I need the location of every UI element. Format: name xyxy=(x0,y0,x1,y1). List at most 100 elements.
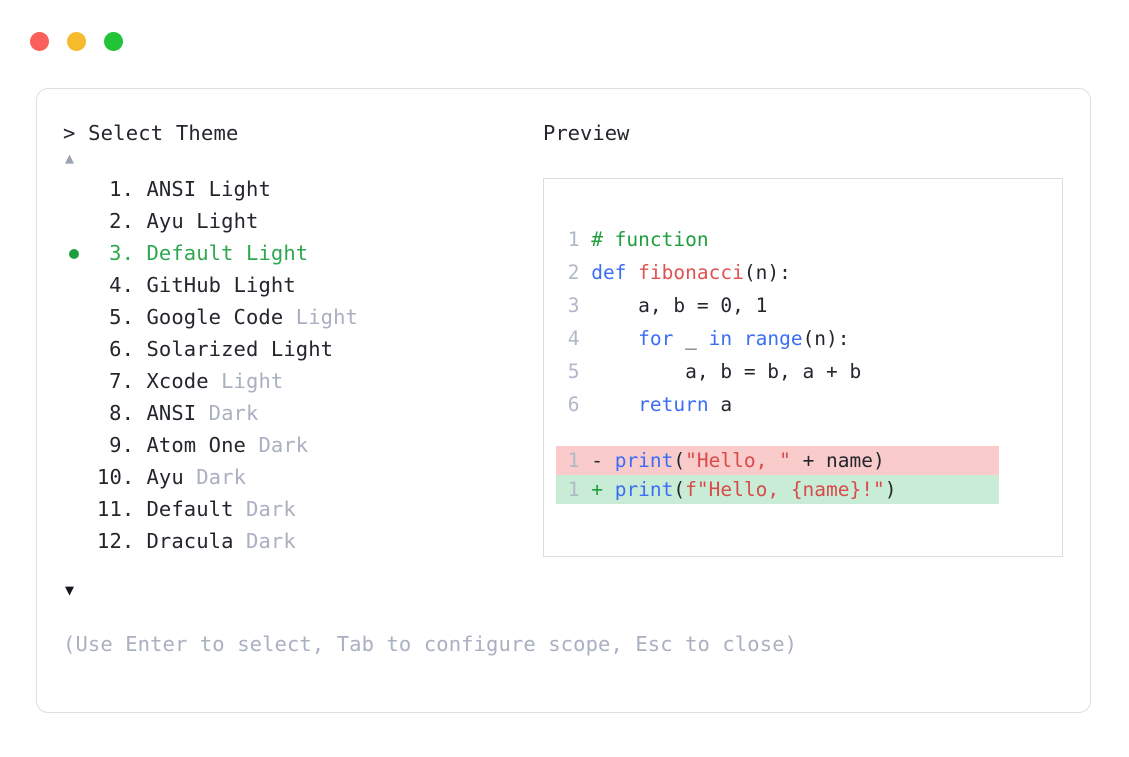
diff-block: 1- print("Hello, " + name)1+ print(f"Hel… xyxy=(556,446,1062,504)
maximize-window-button[interactable] xyxy=(104,32,123,51)
theme-item-index: 2. xyxy=(109,209,135,233)
theme-list-item[interactable]: 9. Atom One Dark xyxy=(63,429,533,461)
theme-item-variant: Light xyxy=(221,273,296,297)
line-number: 1 xyxy=(567,228,580,251)
code-token: ( xyxy=(673,478,686,501)
code-token: a xyxy=(720,393,733,416)
theme-item-variant: Dark xyxy=(233,529,296,553)
code-token xyxy=(591,327,638,350)
theme-list-item[interactable]: 7. Xcode Light xyxy=(63,365,533,397)
theme-item-index: 12. xyxy=(97,529,135,553)
diff-sign: - xyxy=(591,449,603,472)
code-line: 2 def fibonacci(n): xyxy=(556,256,1062,289)
diff-sign: + xyxy=(591,478,603,501)
theme-item-name: Ayu xyxy=(134,209,184,233)
line-number: 2 xyxy=(567,261,580,284)
code-line: 3 a, b = 0, 1 xyxy=(556,289,1062,322)
line-number: 1 xyxy=(567,449,580,472)
scroll-down-icon[interactable]: ▼ xyxy=(65,581,75,599)
theme-item-variant: Dark xyxy=(233,497,296,521)
code-token: (n): xyxy=(802,327,850,350)
theme-list-item[interactable]: 2. Ayu Light xyxy=(63,205,533,237)
page-title: > Select Theme xyxy=(63,121,239,145)
theme-item-name: ANSI xyxy=(134,401,197,425)
code-token: for xyxy=(638,327,686,350)
theme-list-item[interactable]: 4. GitHub Light xyxy=(63,269,533,301)
keyboard-hint: (Use Enter to select, Tab to configure s… xyxy=(63,632,798,656)
code-token: fibonacci xyxy=(638,261,744,284)
diff-spacer xyxy=(603,478,615,501)
theme-item-variant: Light xyxy=(196,177,271,201)
theme-list-item[interactable]: 3. Default Light xyxy=(63,237,533,269)
diff-line-del: 1- print("Hello, " + name) xyxy=(556,446,999,475)
close-window-button[interactable] xyxy=(30,32,49,51)
code-token: a, b = 0, 1 xyxy=(591,294,768,317)
code-token: f"Hello, {name}!" xyxy=(685,478,885,501)
code-token: "Hello, " xyxy=(685,449,791,472)
code-token: in xyxy=(708,327,744,350)
minimize-window-button[interactable] xyxy=(67,32,86,51)
code-token: return xyxy=(638,393,721,416)
theme-item-index: 9. xyxy=(109,433,135,457)
theme-list-item[interactable]: 10. Ayu Dark xyxy=(63,461,533,493)
code-line: 1 # function xyxy=(556,223,1062,256)
theme-item-variant: Dark xyxy=(246,433,309,457)
theme-item-index: 7. xyxy=(109,369,135,393)
theme-list-item[interactable]: 8. ANSI Dark xyxy=(63,397,533,429)
code-token: _ xyxy=(685,327,709,350)
diff-spacer xyxy=(603,449,615,472)
code-token xyxy=(591,393,638,416)
theme-item-index: 4. xyxy=(109,273,135,297)
theme-item-name: Solarized xyxy=(134,337,259,361)
preview-label: Preview xyxy=(543,121,630,145)
code-token: (n): xyxy=(743,261,791,284)
theme-item-index: 6. xyxy=(109,337,135,361)
code-token: a, b = b, a + b xyxy=(591,360,862,383)
selected-indicator-icon xyxy=(69,249,79,259)
theme-list-item[interactable]: 6. Solarized Light xyxy=(63,333,533,365)
diff-line-add: 1+ print(f"Hello, {name}!") xyxy=(556,475,999,504)
theme-item-name: Google Code xyxy=(134,305,284,329)
theme-item-name: Default xyxy=(134,241,234,265)
theme-item-variant: Dark xyxy=(196,401,259,425)
theme-item-index: 1. xyxy=(109,177,135,201)
theme-item-name: Default xyxy=(134,497,234,521)
theme-list-item[interactable]: 5. Google Code Light xyxy=(63,301,533,333)
theme-item-variant: Dark xyxy=(183,465,247,489)
theme-item-variant: Light xyxy=(233,241,309,265)
theme-item-name: Dracula xyxy=(134,529,234,553)
line-number: 3 xyxy=(567,294,580,317)
theme-item-variant: Light xyxy=(208,369,284,393)
theme-item-name: Atom One xyxy=(134,433,246,457)
preview-pane: Preview xyxy=(543,121,629,145)
scroll-up-icon[interactable]: ▲ xyxy=(65,149,75,167)
code-token: print xyxy=(614,478,674,501)
code-line: 6 return a xyxy=(556,388,1062,421)
theme-list-item[interactable]: 1. ANSI Light xyxy=(63,173,533,205)
code-token: range xyxy=(743,327,803,350)
theme-item-variant: Light xyxy=(283,305,358,329)
theme-item-index: 11. xyxy=(97,497,135,521)
theme-list-item[interactable]: 11. Default Dark xyxy=(63,493,533,525)
theme-list-item[interactable]: 12. Dracula Dark xyxy=(63,525,533,557)
code-token: + name) xyxy=(790,449,885,472)
code-token: # function xyxy=(591,228,709,251)
code-line: 5 a, b = b, a + b xyxy=(556,355,1062,388)
line-number: 6 xyxy=(567,393,580,416)
theme-item-variant: Light xyxy=(258,337,334,361)
line-number: 4 xyxy=(567,327,580,350)
code-line: 4 for _ in range(n): xyxy=(556,322,1062,355)
code-token: def xyxy=(591,261,639,284)
line-number: 1 xyxy=(567,478,580,501)
theme-item-index: 10. xyxy=(97,465,135,489)
theme-item-index: 8. xyxy=(109,401,135,425)
window-controls xyxy=(30,32,123,51)
code-token: ( xyxy=(673,449,686,472)
theme-item-name: Ayu xyxy=(134,465,184,489)
code-token: print xyxy=(614,449,674,472)
